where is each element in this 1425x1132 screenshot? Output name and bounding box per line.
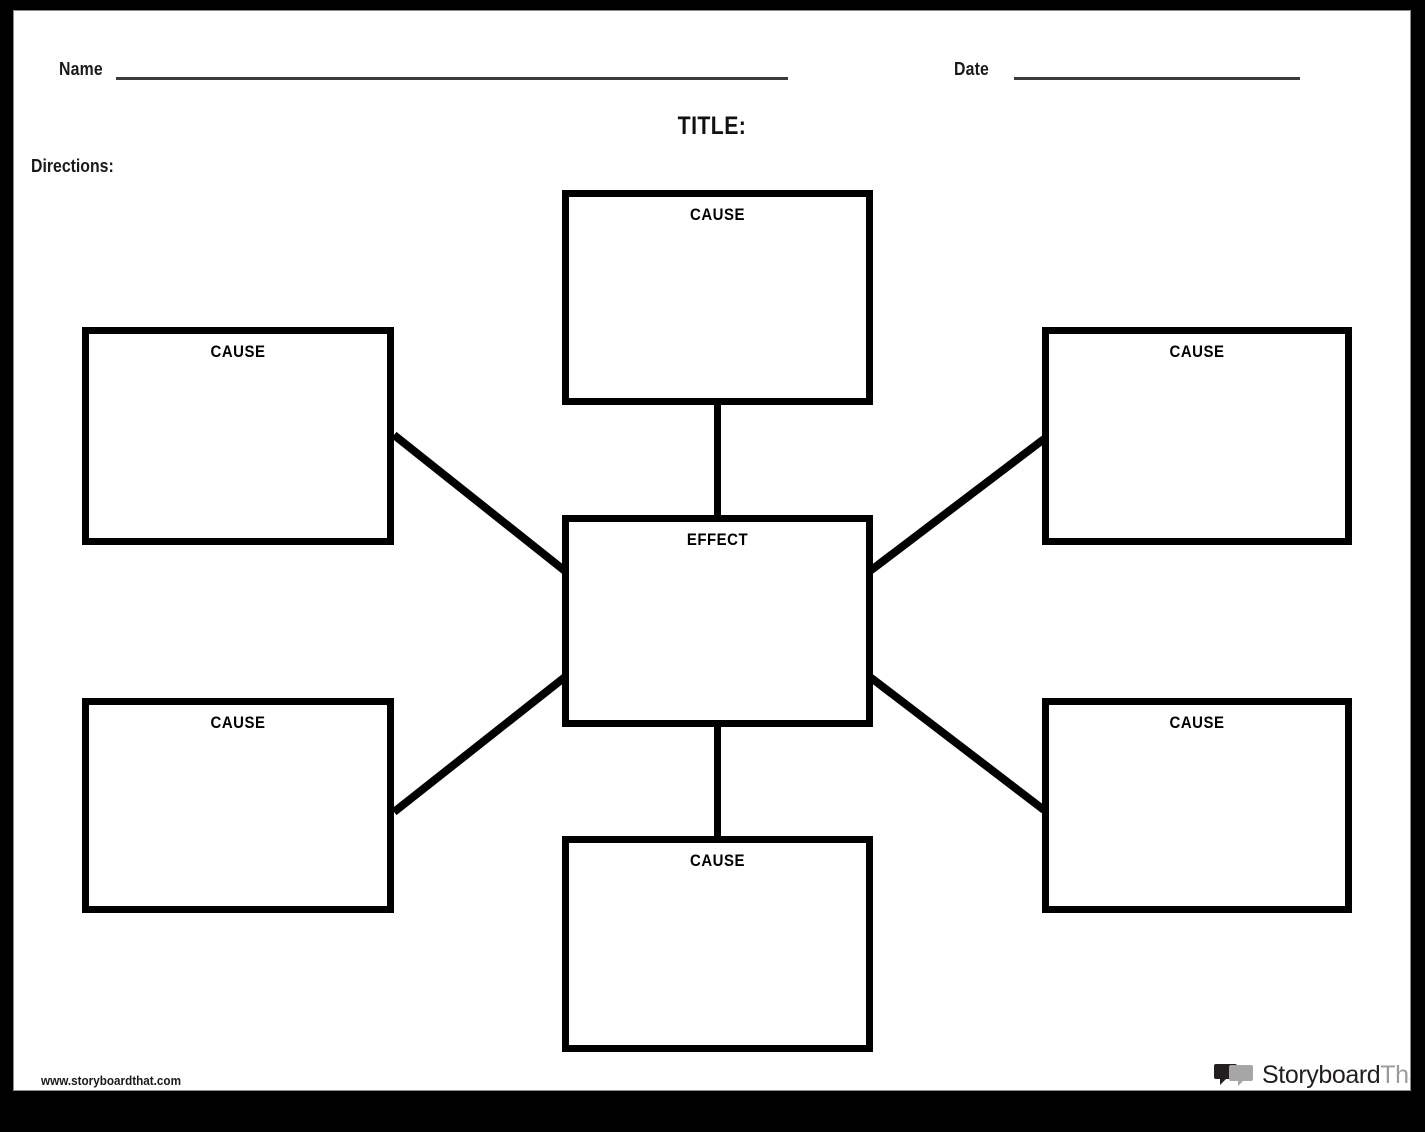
- cause-effect-diagram: CAUSE CAUSE CAUSE CAUSE CAUSE CAUSE EFFE…: [14, 11, 1410, 1090]
- date-write-in-line[interactable]: [1014, 77, 1300, 80]
- storyboardthat-logo: StoryboardThat: [1214, 1058, 1410, 1090]
- name-write-in-line[interactable]: [116, 77, 788, 80]
- node-label: CAUSE: [1169, 713, 1225, 732]
- node-label: CAUSE: [689, 851, 745, 870]
- node-label: CAUSE: [689, 205, 745, 224]
- connector-cause-left-bottom-to-effect: [391, 673, 568, 816]
- node-effect[interactable]: EFFECT: [562, 515, 873, 727]
- logo-wordmark: StoryboardThat: [1262, 1060, 1410, 1089]
- directions-label: Directions:: [31, 156, 114, 176]
- date-label: Date: [954, 59, 990, 79]
- node-cause-left-bottom[interactable]: CAUSE: [82, 698, 394, 913]
- node-cause-left-top[interactable]: CAUSE: [82, 327, 394, 545]
- worksheet-sheet: Name Date TITLE: Directions:: [14, 11, 1410, 1090]
- page-title: TITLE:: [677, 112, 747, 140]
- speech-bubbles-icon: [1214, 1062, 1254, 1088]
- connector-lines: [391, 405, 1047, 836]
- logo-word-primary: Storyboard: [1262, 1060, 1381, 1089]
- node-label: CAUSE: [210, 713, 266, 732]
- node-label: EFFECT: [686, 530, 749, 549]
- name-label: Name: [59, 59, 103, 79]
- connector-effect-to-cause-right-top: [867, 435, 1047, 575]
- node-cause-right-top[interactable]: CAUSE: [1042, 327, 1352, 545]
- node-label: CAUSE: [1169, 342, 1225, 361]
- node-cause-bottom[interactable]: CAUSE: [562, 836, 873, 1052]
- footer-website-url: www.storyboardthat.com: [41, 1073, 181, 1088]
- logo-word-secondary: That: [1380, 1060, 1410, 1089]
- node-cause-top[interactable]: CAUSE: [562, 190, 873, 405]
- node-label: CAUSE: [210, 342, 266, 361]
- connector-cause-left-top-to-effect: [391, 431, 568, 575]
- node-cause-right-bottom[interactable]: CAUSE: [1042, 698, 1352, 913]
- connector-effect-to-cause-right-bottom: [867, 673, 1047, 814]
